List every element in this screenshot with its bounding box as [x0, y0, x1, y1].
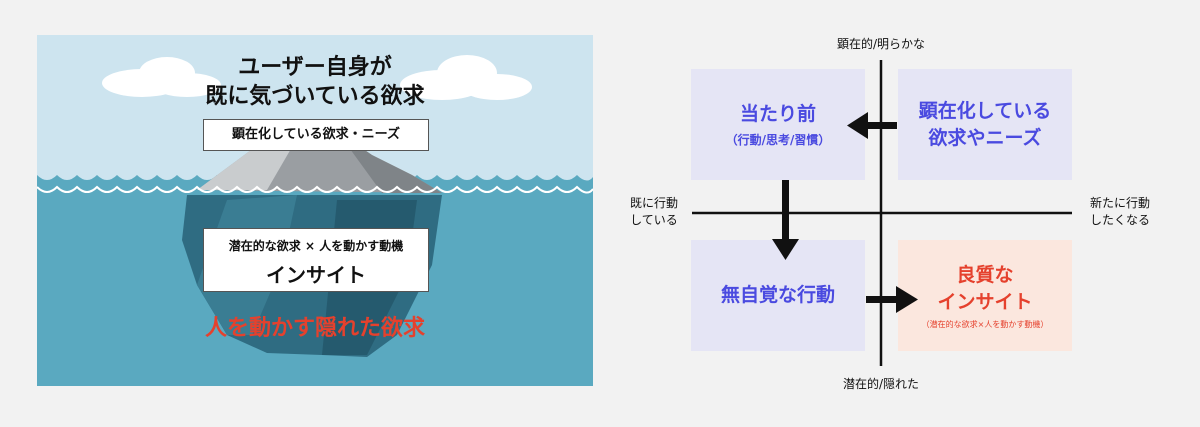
- axis-label-right-line1: 新たに行動: [1089, 196, 1150, 210]
- axis-label-left-line1: 既に行動: [629, 196, 678, 210]
- iceberg-title-line1: ユーザー自身が: [238, 55, 392, 80]
- arrow-right-icon: [866, 286, 918, 313]
- quadrant-bottom-right-subtitle: （潜在的な欲求×人を動かす動機）: [921, 319, 1049, 329]
- insight-box: 潜在的な欲求 × 人を動かす動機 インサイト: [203, 228, 429, 292]
- explicit-needs-box: 顕在化している欲求・ニーズ: [203, 119, 429, 151]
- axis-label-right: 新たに行動 したくなる: [1080, 195, 1160, 229]
- axis-label-right-line2: したくなる: [1089, 213, 1150, 227]
- quadrant-top-left: 当たり前 （行動/思考/習慣）: [691, 69, 865, 180]
- insight-subtitle: 潜在的な欲求 × 人を動かす動機: [228, 239, 404, 253]
- axis-label-left-line2: している: [630, 213, 678, 227]
- quadrant-bottom-right-line2: インサイト: [937, 290, 1033, 313]
- quadrant-bottom-left-title: 無自覚な行動: [720, 284, 835, 306]
- quadrant-top-right: 顕在化している 欲求やニーズ: [898, 69, 1072, 180]
- quadrant-bottom-right-line1: 良質な: [956, 263, 1014, 286]
- quadrant-top-right-line2: 欲求やニーズ: [928, 126, 1042, 149]
- axis-label-left: 既に行動 している: [618, 195, 690, 229]
- matrix-axes-and-arrows: [692, 60, 1072, 366]
- quadrant-bottom-left: 無自覚な行動: [691, 240, 865, 351]
- insight-title: インサイト: [266, 263, 366, 287]
- quadrant-bottom-right: 良質な インサイト （潜在的な欲求×人を動かす動機）: [898, 240, 1072, 351]
- cloud-right: [400, 55, 532, 100]
- arrow-left-icon: [847, 112, 897, 139]
- axis-label-bottom: 潜在的/隠れた: [842, 377, 920, 391]
- hidden-desire-label: 人を動かす隠れた欲求: [204, 316, 425, 341]
- quadrant-top-right-line1: 顕在化している: [918, 99, 1052, 122]
- axis-label-top: 顕在的/明らかな: [836, 37, 926, 51]
- iceberg-title-line2: 既に気づいている欲求: [205, 84, 425, 109]
- arrow-down-icon: [772, 180, 799, 260]
- quadrant-top-left-title: 当たり前: [739, 103, 816, 125]
- cloud-left: [102, 57, 221, 97]
- iceberg-illustration: ユーザー自身が 既に気づいている欲求 顕在化している欲求・ニーズ 潜在的な欲求 …: [37, 35, 593, 386]
- quadrant-top-left-subtitle: （行動/思考/習慣）: [725, 133, 831, 147]
